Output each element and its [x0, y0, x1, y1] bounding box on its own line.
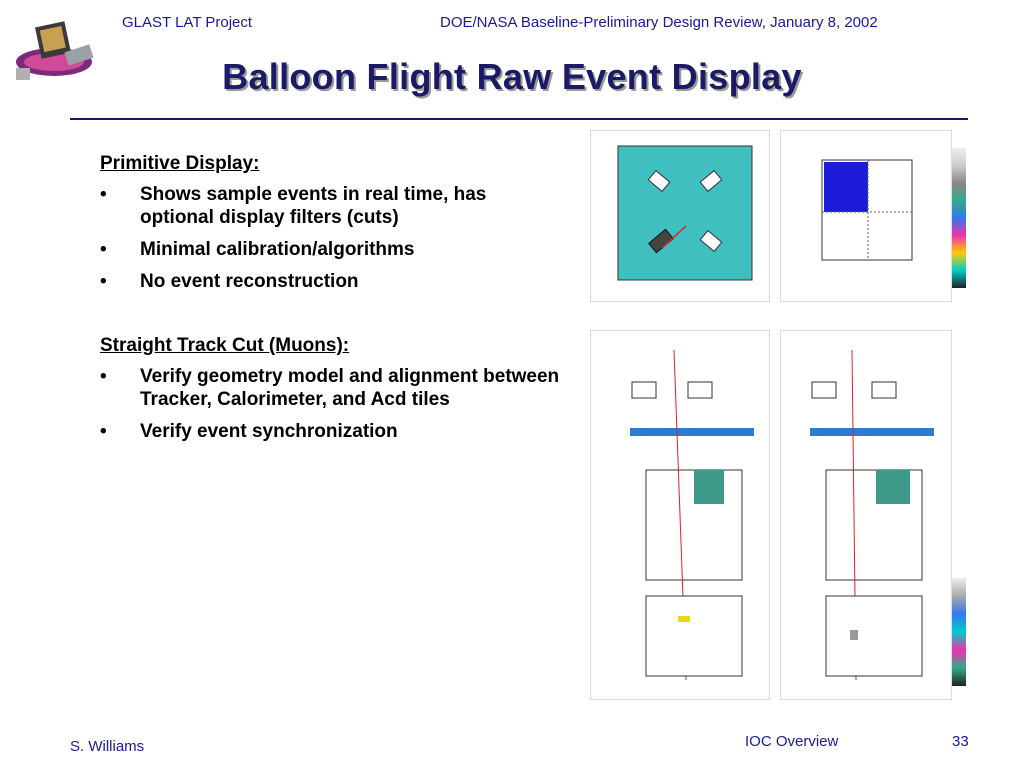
footer-page-number: 33 [952, 733, 969, 750]
section-heading: Straight Track Cut (Muons): [100, 335, 350, 356]
header-project: GLAST LAT Project [122, 14, 253, 31]
color-scale-bottom [952, 578, 966, 686]
bullet-dot-icon: • [100, 421, 107, 442]
section-straight-track-cut: Straight Track Cut (Muons): • Verify geom… [100, 334, 560, 443]
section-heading: Primitive Display: [100, 153, 260, 174]
bullet-text: Shows sample events in real time, has op… [140, 184, 487, 228]
color-scale-top [952, 148, 966, 288]
bullet-dot-icon: • [100, 271, 107, 292]
event-display-panel-x-track [590, 330, 770, 700]
bullet-dot-icon: • [100, 239, 107, 260]
event-display-panel-y-view [780, 130, 952, 302]
bullet-item: • No event reconstruction [100, 270, 560, 293]
bullet-text: Verify geometry model and alignment betw… [140, 366, 560, 410]
footer-topic: IOC Overview [745, 733, 839, 750]
footer-author: S. Williams [70, 738, 145, 755]
bullet-dot-icon: • [100, 184, 107, 205]
header-review: DOE/NASA Baseline-Preliminary Design Rev… [440, 14, 878, 31]
glast-logo [16, 21, 94, 80]
event-display-panel-x-view [590, 130, 770, 302]
bullet-text: Verify event synchronization [140, 421, 398, 442]
slide-body: Primitive Display: • Shows sample events … [100, 152, 560, 452]
title-divider [70, 118, 968, 120]
bullet-item: • Shows sample events in real time, has o… [100, 183, 560, 229]
bullet-text: Minimal calibration/algorithms [140, 239, 415, 260]
section-primitive-display: Primitive Display: • Shows sample events … [100, 152, 560, 293]
event-display-panel-y-track [780, 330, 952, 700]
bullet-item: • Verify geometry model and alignment bet… [100, 365, 560, 411]
slide-title: Balloon Flight Raw Event Display [222, 56, 802, 97]
bullet-item: • Verify event synchronization [100, 420, 560, 443]
bullet-item: • Minimal calibration/algorithms [100, 238, 560, 261]
bullet-text: No event reconstruction [140, 271, 359, 292]
bullet-dot-icon: • [100, 366, 107, 387]
